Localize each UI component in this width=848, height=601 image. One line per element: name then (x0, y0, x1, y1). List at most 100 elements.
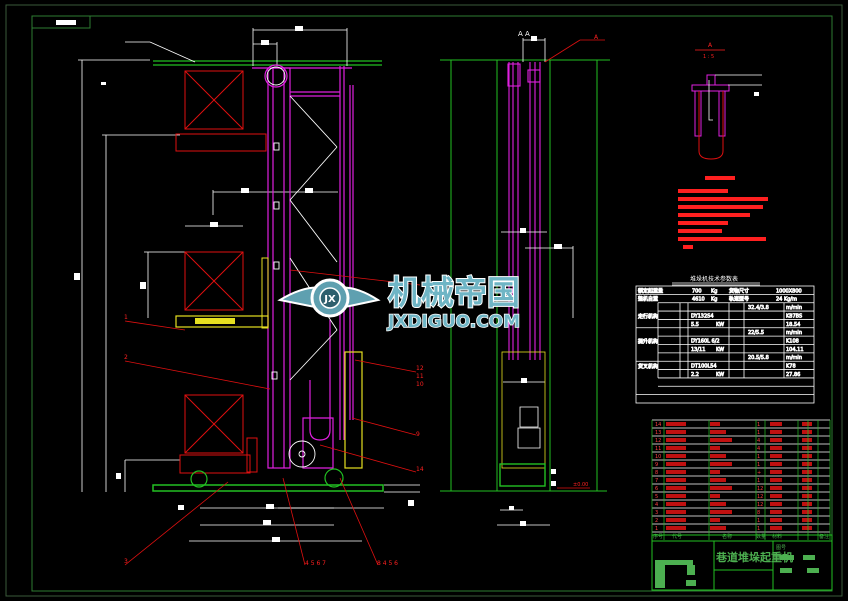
motor-power: 13/11 (691, 347, 705, 353)
side-wheels (499, 463, 546, 487)
part-number: 12 (655, 438, 661, 444)
part-number: 14 (655, 422, 661, 428)
section-label: A A (518, 30, 530, 38)
part-number: 3 (655, 510, 658, 516)
part-qty: 8 (757, 510, 760, 516)
leader-9: 9 (416, 431, 420, 438)
parts-header: 序号 (653, 533, 663, 540)
part-qty: 1 (757, 462, 760, 468)
drawing-title: 巷道堆垛起重机 (715, 550, 793, 564)
part-number: 1 (655, 526, 658, 532)
part-number: 11 (655, 446, 661, 452)
section-name: 货叉机构 (638, 363, 658, 370)
outer-frame (5, 4, 843, 597)
inner-frame (31, 15, 833, 592)
leader-1: 1 (124, 314, 128, 321)
part-number: 8 (655, 470, 658, 476)
leader-10: 10 (416, 381, 424, 388)
leader-14: 14 (416, 466, 424, 473)
speed-value: 32.4/3.8 (748, 305, 769, 311)
power-unit: KW (716, 372, 724, 378)
technical-notes (678, 176, 768, 249)
reducer-ratio: 18.54 (786, 322, 800, 328)
leader-12: 12 (416, 365, 424, 372)
spec-unit: Kg (711, 288, 717, 294)
load-pallets (175, 70, 267, 474)
spec-value: 24 Kg/m (776, 297, 797, 303)
fork-carriage-middle (175, 257, 269, 329)
part-qty: 1 (757, 430, 760, 436)
reducer-model: K108 (786, 339, 799, 345)
leader-lines (124, 269, 421, 566)
detail-label: A (708, 42, 713, 49)
specs-caption: 堆垛机技术参数表 (690, 275, 738, 283)
mast-bracing (266, 66, 338, 468)
part-qty: 1 (757, 478, 760, 484)
part-number: 4 (655, 502, 658, 508)
mast (252, 64, 354, 469)
detail-scale: 1 : 5 (703, 54, 714, 60)
spec-label: 额定起重量 (638, 287, 663, 294)
part-qty: 1 (757, 526, 760, 532)
part-number: 10 (655, 454, 661, 460)
level-mark: ±0.00 (573, 482, 588, 488)
spec-unit: Kg (711, 297, 717, 303)
parts-row: 10 1 (652, 451, 830, 460)
parts-header: 代号 (672, 533, 682, 540)
speed-value: 20.5/5.8 (748, 355, 769, 361)
speed-unit: m/min (786, 330, 802, 336)
load-bottom (184, 394, 244, 454)
leader-11: 11 (416, 373, 424, 380)
load-middle (184, 251, 244, 311)
corner-label (56, 20, 76, 25)
part-qty: 12 (757, 502, 763, 508)
part-number: 7 (655, 478, 658, 484)
part-qty: 12 (757, 494, 763, 500)
parts-row: 13 1 (652, 427, 830, 436)
load-top (184, 70, 244, 130)
watermark: JX 机械帝国 JXDIGUO.COM (277, 272, 521, 333)
part-number: 13 (655, 430, 661, 436)
spec-value: 4610 (692, 297, 705, 303)
part-number: 9 (655, 462, 658, 468)
rack-lines (440, 59, 610, 492)
part-qty: 4 (757, 438, 760, 444)
part-qty: 4 (757, 446, 760, 452)
side-view: A A A ±0.00 (440, 30, 610, 526)
detail-a: A 1 : 5 (691, 42, 762, 160)
parts-row: 11 4 (652, 443, 830, 452)
part-qty: + (757, 470, 761, 476)
speed-unit: m/min (786, 305, 802, 311)
motor-model: DY132S4 (691, 313, 714, 319)
corner-label-box (31, 15, 91, 29)
motor-model: DY160L 6/2 (691, 339, 720, 345)
part-number: 2 (655, 518, 658, 524)
parts-header: 材料 (772, 533, 782, 540)
power-unit: KW (716, 347, 724, 353)
part-qty: 1 (757, 454, 760, 460)
travel-wheels (190, 468, 344, 488)
part-qty: 1 (757, 422, 760, 428)
leader-8-6: 8 4 5 6 (377, 560, 398, 567)
part-qty: 1 (757, 518, 760, 524)
drawing-number-label: 图号 (776, 545, 786, 551)
watermark-cn: 机械帝国 (388, 273, 520, 312)
section-name: 走行机构 (638, 313, 658, 320)
leader-numbers: 1 2 3 12 11 10 9 14 4 5 6 7 8 4 5 6 (124, 314, 424, 567)
speed-unit: m/min (786, 355, 802, 361)
reducer-model: K78 (786, 364, 796, 370)
side-mast (507, 62, 541, 360)
logo-letters: JX (323, 294, 336, 305)
reducer-model: K87BS (786, 313, 802, 319)
parts-row: 12 4 (652, 435, 830, 444)
ground-rail (152, 484, 384, 492)
spec-label: 轨道型号 (729, 296, 749, 303)
spec-value: 1000X800 (776, 288, 802, 294)
